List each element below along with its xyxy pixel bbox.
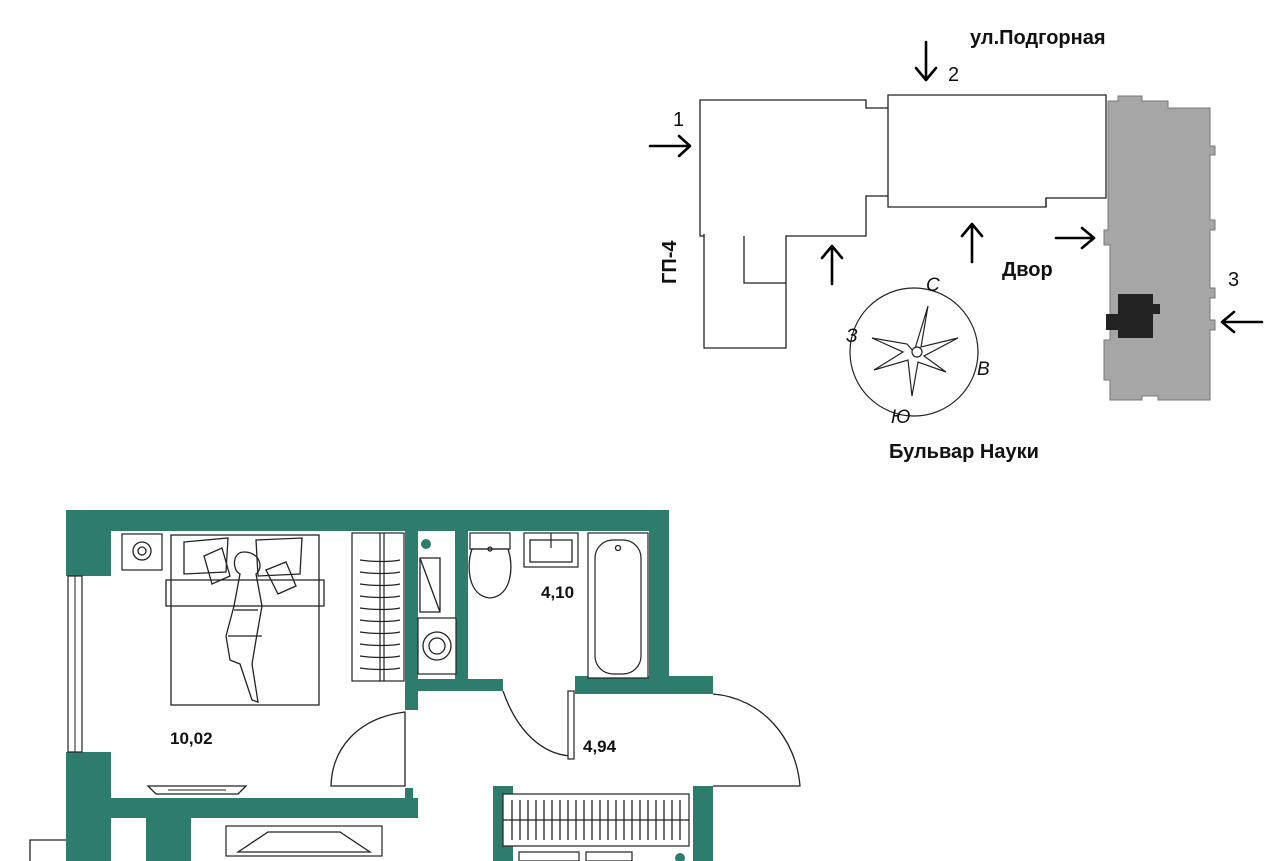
- wall-top: [66, 510, 669, 531]
- bathroom-door: [502, 690, 571, 757]
- highlighted-section-notch: [1106, 314, 1120, 330]
- entrance-number: 3: [1228, 269, 1239, 291]
- highlighted-section: [1118, 294, 1153, 338]
- street-label-south: Бульвар Науки: [889, 441, 1039, 463]
- neighbor-building: [1103, 95, 1216, 401]
- room-area-hallway: 4,94: [583, 737, 617, 756]
- room-area-bathroom: 4,10: [541, 583, 574, 602]
- tv-stand: [225, 825, 383, 857]
- wall-bedroom-right: [405, 510, 418, 710]
- building-inner-line: [887, 108, 1047, 207]
- hallway-wardrobe: [502, 793, 690, 847]
- wall-right-upper: [649, 510, 669, 688]
- toilet: [468, 532, 512, 599]
- arrow-icon: [914, 40, 938, 82]
- compass-west: З: [846, 326, 858, 347]
- arrow-icon: [648, 134, 692, 158]
- building-label: ГП-4: [659, 240, 681, 284]
- arrow-icon: [960, 222, 984, 264]
- door-leaf: [567, 690, 575, 760]
- utility-closet: [417, 539, 457, 675]
- nightstand: [121, 533, 163, 571]
- courtyard-label: Двор: [1002, 259, 1053, 281]
- person-figure: [225, 551, 263, 703]
- wall-left-upper: [66, 510, 111, 576]
- wall-doorstop: [405, 788, 413, 818]
- shoe-cabinet: [518, 851, 685, 861]
- wall-bathroom-bottom: [405, 679, 503, 691]
- double-bed: [165, 534, 325, 706]
- site-plan: 1 2 3 ул.Подгорная Двор Бульвар Науки ГП…: [648, 27, 1264, 463]
- wall-bath-bottom-right: [575, 676, 713, 694]
- room-area-bedroom: 10,02: [170, 729, 213, 748]
- building-wing-detail: [703, 234, 786, 284]
- wall-bedroom-bottom: [66, 798, 418, 818]
- entrance-number: 1: [673, 109, 684, 131]
- sink: [523, 532, 579, 568]
- compass-north: С: [926, 275, 940, 296]
- bedroom-door: [330, 711, 406, 787]
- arrow-icon: [1220, 310, 1264, 334]
- entrance-door: [712, 693, 801, 787]
- entrance-number: 2: [948, 64, 959, 86]
- balcony: [29, 839, 66, 861]
- highlighted-section-notch-2: [1150, 304, 1160, 314]
- building-outline: [699, 94, 1107, 349]
- wall-right-lower: [693, 786, 713, 861]
- floor-plan: 10,02 4,10 4,94: [29, 510, 801, 861]
- street-label-north: ул.Подгорная: [970, 27, 1106, 49]
- compass-east: В: [977, 359, 990, 380]
- compass-rose: С В Ю З: [846, 275, 990, 428]
- arrow-icon: [1054, 226, 1096, 250]
- compass-south: Ю: [891, 407, 910, 428]
- bathtub: [587, 532, 649, 679]
- bench: [146, 785, 248, 795]
- wardrobe-rail: [351, 532, 405, 682]
- wall-bottom-left-pier: [146, 818, 191, 861]
- wall-bath-left: [455, 531, 468, 679]
- window: [67, 575, 83, 753]
- arrow-icon: [820, 244, 844, 286]
